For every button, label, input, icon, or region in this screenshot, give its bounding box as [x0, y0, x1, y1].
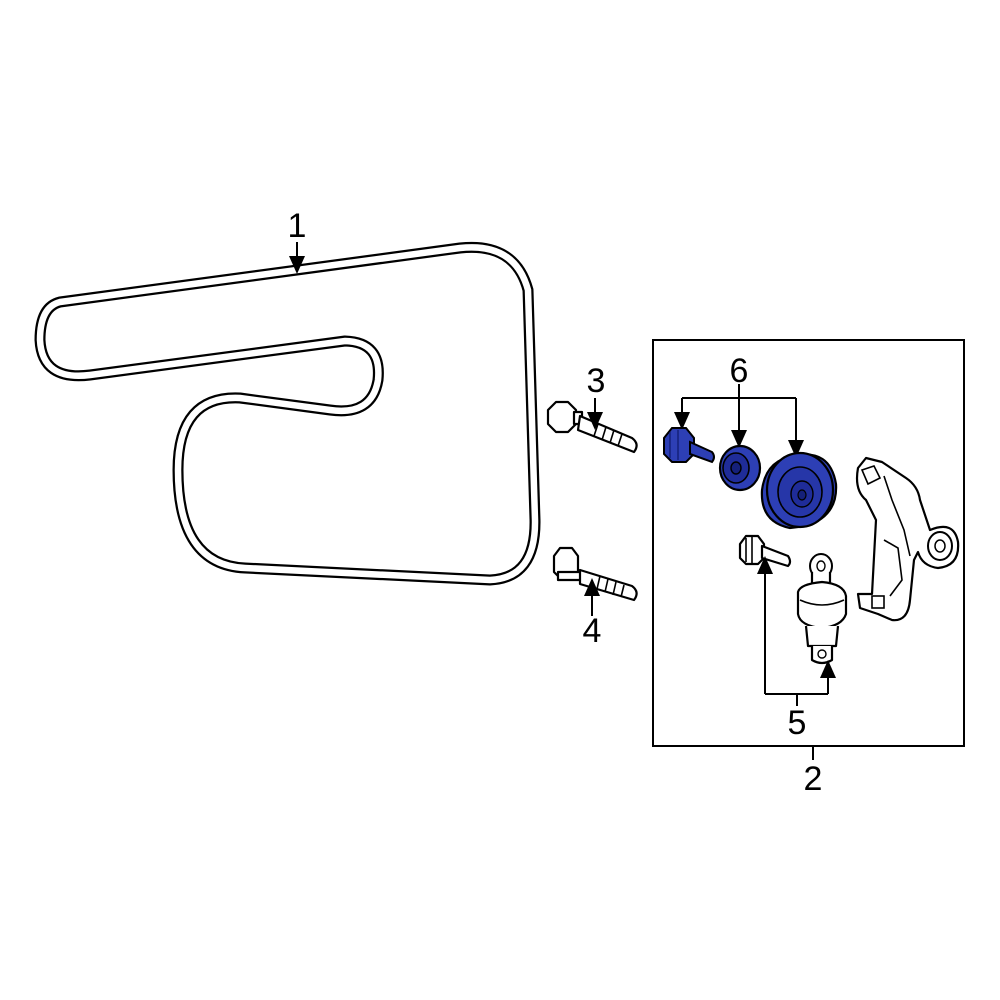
callout-1: 1 [288, 207, 307, 245]
upper-bolt[interactable] [546, 400, 638, 454]
idler-pulley[interactable] [760, 451, 838, 530]
callout-5-leader [757, 556, 836, 706]
callout-6-leader [674, 384, 804, 458]
pulley-bolt[interactable] [663, 427, 715, 464]
callout-3: 3 [587, 362, 606, 400]
callout-6: 6 [730, 352, 749, 390]
callout-5: 5 [788, 704, 807, 742]
lower-bolt[interactable] [552, 546, 638, 602]
callout-4: 4 [583, 612, 602, 650]
serpentine-belt[interactable] [34, 241, 541, 586]
tensioner-bracket[interactable] [855, 456, 960, 622]
tensioner-strut[interactable] [796, 553, 848, 665]
pulley-spacer[interactable] [718, 444, 762, 492]
tensioner-assembly-box[interactable] [652, 339, 965, 747]
callout-2: 2 [804, 760, 823, 798]
tensioner-bolt[interactable] [738, 534, 792, 568]
